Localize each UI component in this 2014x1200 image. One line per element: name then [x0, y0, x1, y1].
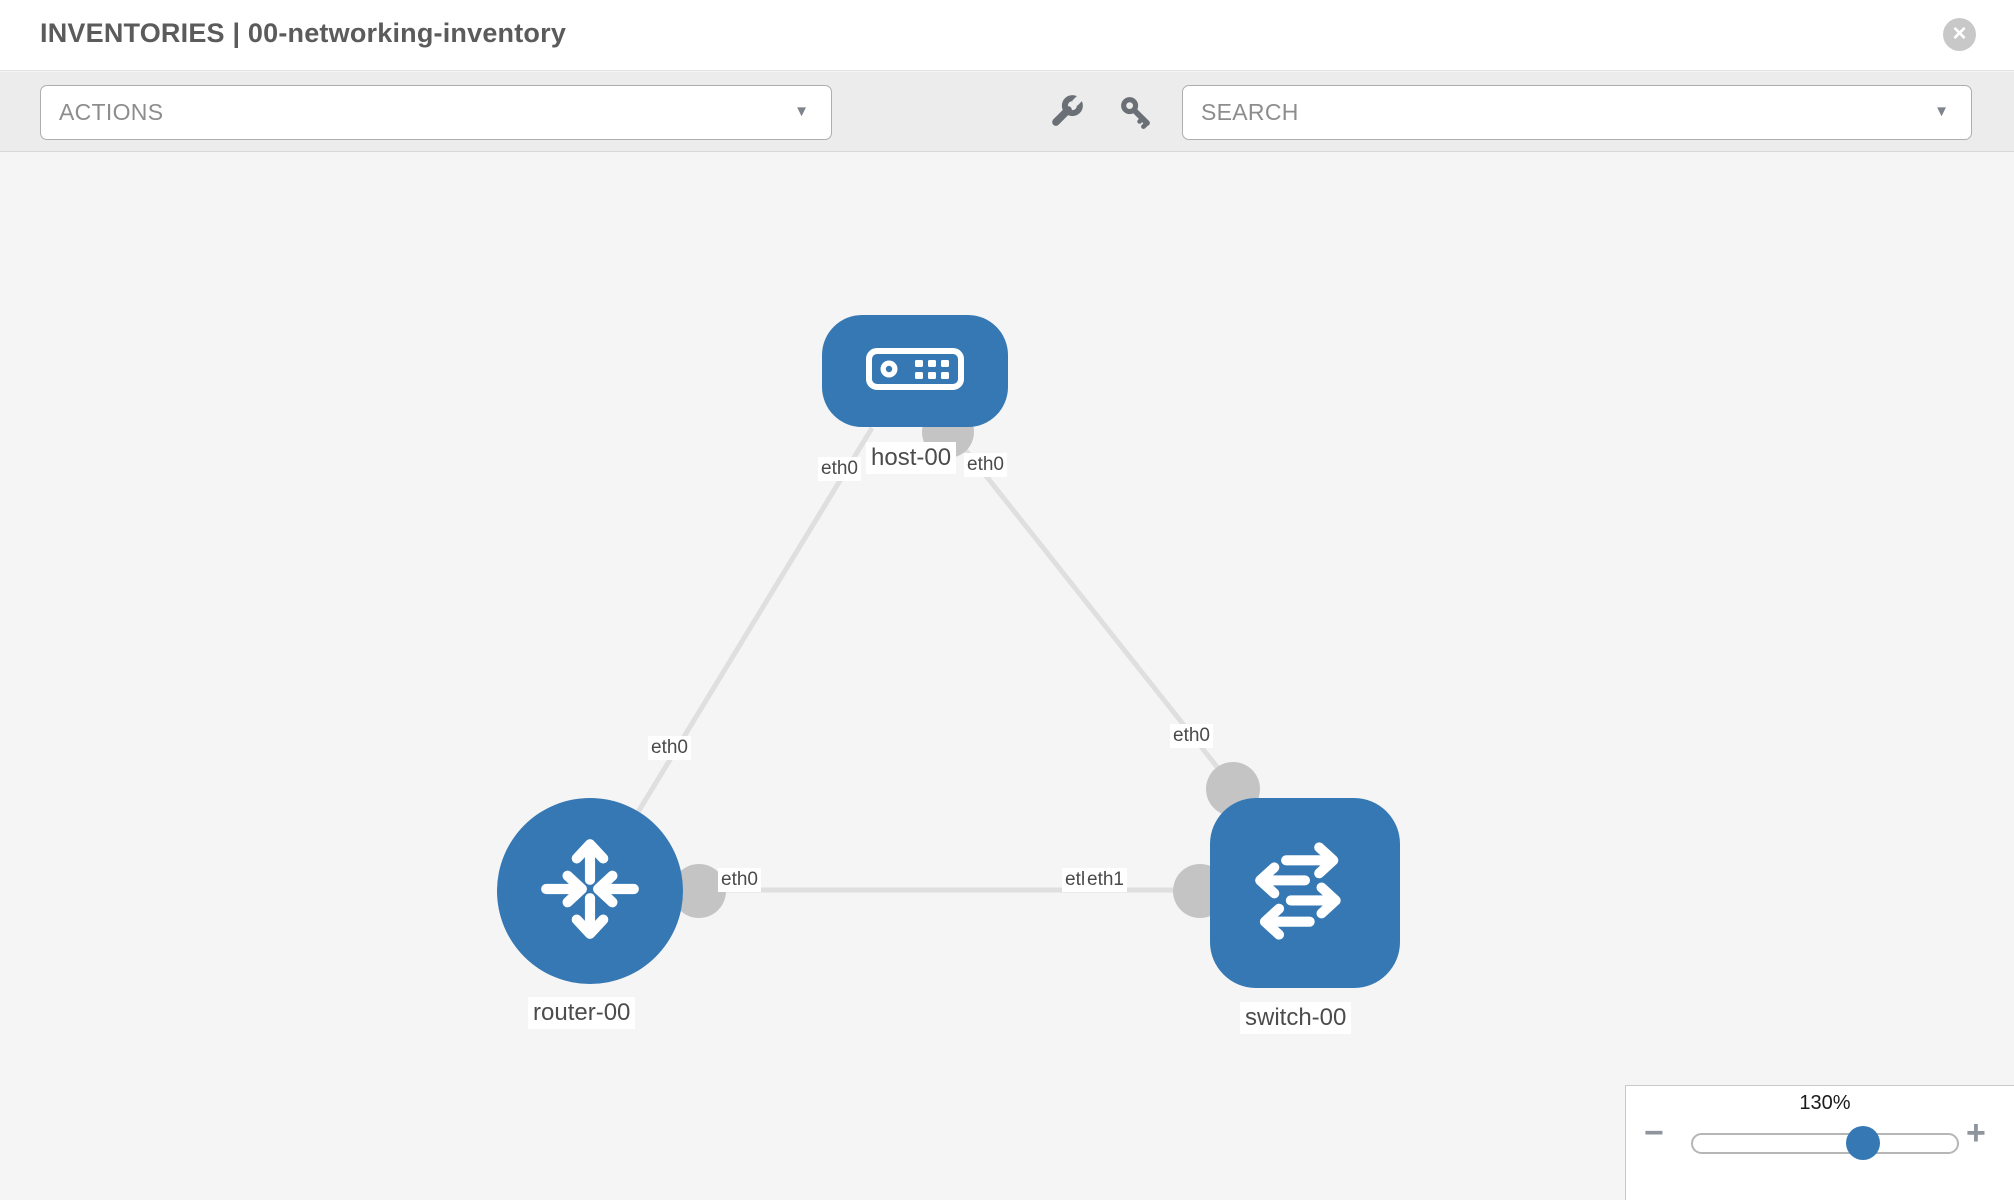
- host-device-icon: [865, 346, 965, 397]
- header-bar: INVENTORIES | 00-networking-inventory ×: [0, 0, 2014, 71]
- interface-label: eth0: [818, 457, 861, 481]
- node-router-00[interactable]: [497, 798, 683, 984]
- switch-icon-node[interactable]: [1210, 798, 1400, 988]
- zoom-control-panel: 130% − +: [1625, 1085, 2014, 1200]
- topology-links-layer: [587, 406, 1260, 918]
- router-icon: [534, 833, 646, 950]
- node-host-00[interactable]: [822, 315, 1008, 427]
- wrench-icon: [1048, 93, 1084, 135]
- interface-label: eth0: [718, 868, 761, 892]
- switch-icon: [1246, 832, 1364, 955]
- search-placeholder: SEARCH: [1201, 99, 1299, 125]
- key-icon: [1119, 95, 1153, 134]
- toolbar: ACTIONS ▼: [0, 72, 2014, 152]
- interface-label: eth1: [1084, 868, 1127, 892]
- interface-label: eth0: [1170, 724, 1213, 748]
- page-title: INVENTORIES | 00-networking-inventory: [40, 18, 567, 48]
- actions-dropdown[interactable]: ACTIONS ▼: [40, 85, 832, 140]
- zoom-slider-handle[interactable]: [1846, 1126, 1880, 1160]
- node-label-host-00: host-00: [866, 442, 957, 474]
- chevron-down-icon: ▼: [794, 103, 809, 120]
- zoom-slider-track[interactable]: [1691, 1133, 1959, 1154]
- chevron-down-icon: ▼: [1934, 103, 1949, 120]
- topology-canvas[interactable]: host-00 router-00 switch-00 eth0 eth0 et…: [0, 152, 2014, 1200]
- actions-dropdown-label: ACTIONS: [59, 99, 164, 125]
- zoom-level-value: 130%: [1799, 1092, 1851, 1114]
- zoom-out-button[interactable]: −: [1644, 1114, 1664, 1152]
- close-button[interactable]: ×: [1943, 18, 1976, 51]
- zoom-in-button[interactable]: +: [1966, 1114, 1986, 1152]
- close-icon: ×: [1952, 20, 1967, 47]
- configure-button[interactable]: [1046, 93, 1086, 135]
- interface-label: eth0: [648, 736, 691, 760]
- credentials-button[interactable]: [1116, 94, 1156, 134]
- node-label-router-00: router-00: [528, 997, 636, 1029]
- interface-dot-router-eth0[interactable]: [672, 864, 726, 918]
- interface-label: eth0: [964, 453, 1007, 477]
- node-label-switch-00: switch-00: [1240, 1002, 1352, 1034]
- search-dropdown[interactable]: SEARCH ▼: [1182, 85, 1972, 140]
